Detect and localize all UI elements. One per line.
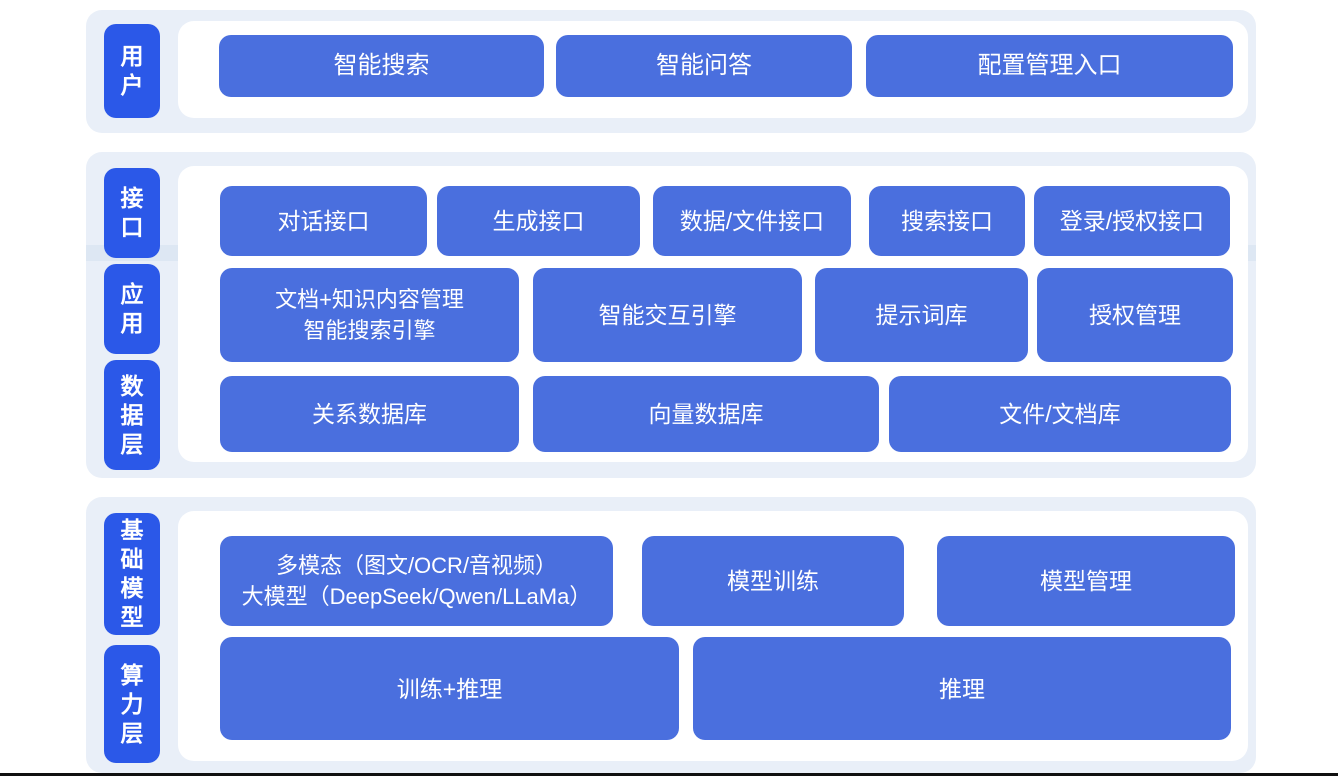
layer-label-data-text: 数据层 [120, 372, 144, 457]
box-generation-api: 生成接口 [437, 186, 640, 256]
layer-band-middle: 接口 应用 数据层 对话接口 生成接口 数据/文件接口 搜索接口 登录/授权接口 [86, 152, 1256, 478]
layer-label-foundation-model: 基础模型 [104, 513, 160, 635]
box-data-file-api: 数据/文件接口 [653, 186, 851, 256]
box-inference-label: 推理 [939, 675, 985, 702]
box-auth-management: 授权管理 [1037, 268, 1233, 362]
box-train-inference-label: 训练+推理 [396, 675, 503, 702]
layer-label-interface-text: 接口 [120, 185, 144, 240]
box-doc-search-engine-line2: 智能搜索引擎 [303, 318, 436, 343]
box-auth-management-label: 授权管理 [1089, 302, 1181, 328]
panel-foundation: 多模态（图文/OCR/音视频） 大模型（DeepSeek/Qwen/LLaMa）… [178, 511, 1248, 761]
box-search-api: 搜索接口 [869, 186, 1025, 256]
box-doc-search-engine: 文档+知识内容管理 智能搜索引擎 [220, 268, 519, 362]
panel-user: 智能搜索 智能问答 配置管理入口 [178, 21, 1248, 118]
box-data-file-api-label: 数据/文件接口 [679, 208, 825, 234]
box-vector-db: 向量数据库 [533, 376, 879, 452]
layer-band-user: 用户 智能搜索 智能问答 配置管理入口 [86, 10, 1256, 133]
box-dialog-api: 对话接口 [220, 186, 427, 256]
box-model-management: 模型管理 [937, 536, 1235, 626]
box-smart-qa-label: 智能问答 [656, 52, 752, 79]
box-relational-db: 关系数据库 [220, 376, 519, 452]
box-file-doc-store: 文件/文档库 [889, 376, 1231, 452]
layer-label-user-text: 用户 [120, 43, 144, 98]
layer-label-interface: 接口 [104, 168, 160, 258]
box-model-training-label: 模型训练 [727, 568, 819, 594]
layer-label-application-text: 应用 [120, 281, 144, 336]
layer-label-foundation-model-text: 基础模型 [120, 517, 144, 630]
box-login-auth-api-label: 登录/授权接口 [1059, 208, 1205, 234]
box-model-management-label: 模型管理 [1040, 568, 1132, 594]
layer-label-user: 用户 [104, 24, 160, 118]
box-login-auth-api: 登录/授权接口 [1034, 186, 1230, 256]
box-config-entry-label: 配置管理入口 [977, 52, 1122, 79]
layer-label-compute-text: 算力层 [120, 661, 144, 746]
box-generation-api-label: 生成接口 [492, 208, 585, 234]
box-prompt-library: 提示词库 [815, 268, 1028, 362]
layer-label-data: 数据层 [104, 360, 160, 470]
layer-label-compute: 算力层 [104, 645, 160, 763]
box-multimodal-llm: 多模态（图文/OCR/音视频） 大模型（DeepSeek/Qwen/LLaMa） [220, 536, 613, 626]
bottom-divider [0, 773, 1338, 776]
box-inference: 推理 [693, 637, 1231, 740]
box-doc-search-engine-line1: 文档+知识内容管理 [275, 287, 464, 312]
box-multimodal-llm-line1: 多模态（图文/OCR/音视频） [275, 553, 558, 578]
box-dialog-api-label: 对话接口 [277, 208, 370, 234]
panel-middle: 对话接口 生成接口 数据/文件接口 搜索接口 登录/授权接口 文档+知识内容管理… [178, 166, 1248, 462]
box-prompt-library-label: 提示词库 [875, 302, 968, 328]
layer-band-foundation: 基础模型 算力层 多模态（图文/OCR/音视频） 大模型（DeepSeek/Qw… [86, 497, 1256, 773]
box-smart-qa: 智能问答 [556, 35, 852, 97]
box-search-api-label: 搜索接口 [901, 208, 993, 234]
box-model-training: 模型训练 [642, 536, 904, 626]
box-interaction-engine-label: 智能交互引擎 [598, 302, 737, 328]
box-file-doc-store-label: 文件/文档库 [999, 401, 1121, 427]
box-smart-search-label: 智能搜索 [333, 52, 430, 79]
box-relational-db-label: 关系数据库 [312, 401, 427, 427]
box-train-inference: 训练+推理 [220, 637, 679, 740]
box-config-entry: 配置管理入口 [866, 35, 1233, 97]
box-multimodal-llm-line2: 大模型（DeepSeek/Qwen/LLaMa） [241, 584, 592, 609]
layer-label-application: 应用 [104, 264, 160, 354]
box-vector-db-label: 向量数据库 [648, 401, 764, 427]
box-interaction-engine: 智能交互引擎 [533, 268, 802, 362]
box-smart-search: 智能搜索 [219, 35, 544, 97]
